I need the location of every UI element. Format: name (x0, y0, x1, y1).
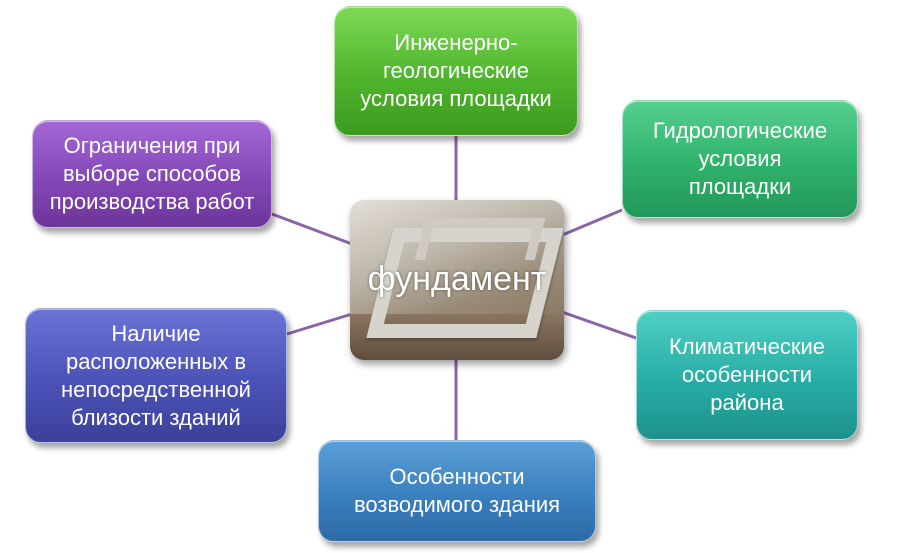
node-work-restrictions: Ограничения при выборе способов производ… (32, 120, 272, 228)
node-hydrological: Гидрологические условия площадки (622, 100, 858, 218)
node-label: Ограничения при выборе способов производ… (49, 133, 255, 214)
center-label: фундамент (367, 260, 547, 298)
node-climatic: Климатические особенности района (636, 310, 858, 440)
node-label: Наличие расположенных в непосредственной… (61, 320, 251, 430)
soil-shape (350, 314, 564, 360)
node-building-features: Особенности возводимого здания (318, 440, 596, 542)
node-nearby-buildings: Наличие расположенных в непосредственной… (25, 308, 287, 443)
connector-top-left (271, 212, 353, 246)
node-label: Инженерно- геологические условия площадк… (360, 30, 552, 111)
node-engineering-geological: Инженерно- геологические условия площадк… (334, 6, 578, 136)
connector-top-right (559, 208, 623, 238)
foundation-inner-wall (414, 218, 546, 260)
node-label: Климатические особенности района (668, 334, 826, 415)
center-foundation-image: фундамент (350, 200, 564, 360)
node-label: Гидрологические условия площадки (652, 118, 828, 199)
connector-left (286, 312, 353, 336)
connector-right (561, 310, 637, 340)
node-label: Особенности возводимого здания (353, 464, 561, 517)
